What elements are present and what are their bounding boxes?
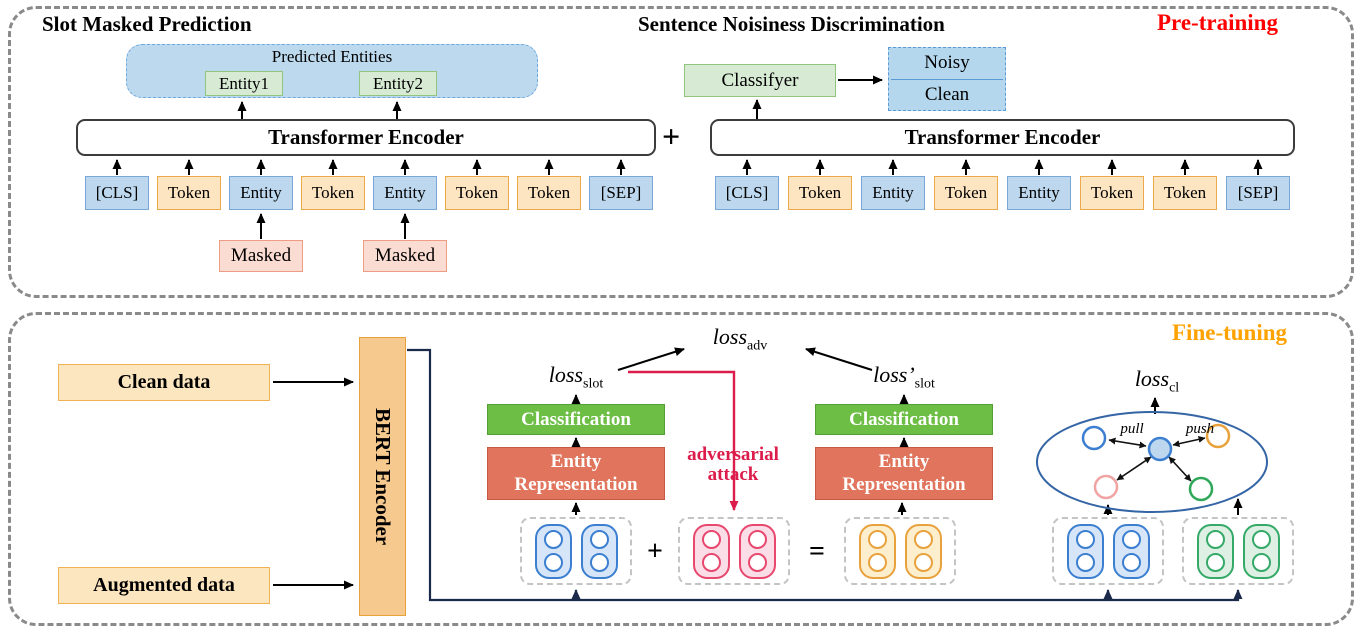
predicted-entities-label: Predicted Entities: [271, 47, 393, 66]
embedding-equals-sign: =: [809, 536, 825, 567]
classification-box-2: Classification: [815, 404, 993, 435]
pretraining-panel: [8, 6, 1354, 298]
embedding-circle: [1121, 553, 1141, 572]
adversarial-attack-line2: attack: [707, 463, 759, 485]
loss-adv-sub: adv: [747, 338, 768, 354]
pretraining-label: Pre-training: [1157, 10, 1278, 35]
slot-masked-prediction-title: Slot Masked Prediction: [42, 12, 252, 36]
embedding-capsule: [904, 523, 942, 579]
contrastive-blue-group: [1052, 517, 1164, 585]
predicted-entities-box: Predicted Entities Entity1 Entity2: [126, 44, 538, 98]
embedding-circle: [1075, 553, 1095, 572]
finetuning-panel: [8, 312, 1354, 626]
transformer-encoder-left: Transformer Encoder: [76, 119, 656, 156]
token-cls-left: [CLS]: [85, 176, 149, 210]
perturbation-group: [678, 517, 790, 585]
loss-slot-label: lossslot: [531, 362, 621, 392]
clean-embedding-group: [520, 517, 632, 585]
embedding-circle: [867, 553, 887, 572]
loss-slot-prime-base: loss’: [873, 362, 915, 387]
embedding-circle: [701, 530, 721, 549]
token-word-right-1: Token: [788, 176, 852, 210]
token-cls-right: [CLS]: [715, 176, 779, 210]
token-sep-left: [SEP]: [589, 176, 653, 210]
embedding-circle: [589, 530, 609, 549]
embedding-circle: [1205, 530, 1225, 549]
predicted-entity-1: Entity1: [205, 71, 283, 96]
embedding-circle: [1251, 530, 1271, 549]
loss-slot-sub: slot: [583, 376, 604, 392]
token-entity-right-2: Entity: [1007, 176, 1071, 210]
classifier-box: Classifyer: [684, 64, 836, 97]
predicted-entity-2: Entity2: [359, 71, 437, 96]
embedding-capsule: [1112, 523, 1150, 579]
token-word-right-4: Token: [1153, 176, 1217, 210]
embedding-circle: [867, 530, 887, 549]
embedding-circle: [1251, 553, 1271, 572]
pull-label: pull: [1120, 421, 1144, 437]
token-word-left-3: Token: [445, 176, 509, 210]
embedding-circle: [1205, 553, 1225, 572]
embedding-capsule: [1066, 523, 1104, 579]
embedding-circle: [913, 553, 933, 572]
embedding-capsule: [858, 523, 896, 579]
loss-adv-base: loss: [712, 324, 748, 349]
embedding-capsule: [692, 523, 730, 579]
loss-slot-prime-label: loss’slot: [859, 362, 949, 392]
adversarial-attack-line1: adversarial: [687, 444, 779, 465]
token-word-right-3: Token: [1080, 176, 1144, 210]
token-word-right-2: Token: [934, 176, 998, 210]
classification-box-1: Classification: [487, 404, 665, 435]
sentence-noisiness-title: Sentence Noisiness Discrimination: [638, 12, 945, 36]
noisy-label: Noisy: [924, 52, 970, 74]
embedding-circle: [1075, 530, 1095, 549]
embedding-capsule: [534, 523, 572, 579]
token-word-left-4: Token: [517, 176, 581, 210]
token-entity-left-1: Entity: [229, 176, 293, 210]
finetuning-label: Fine-tuning: [1172, 320, 1288, 345]
loss-cl-sub: cl: [1169, 380, 1180, 396]
adversarial-attack-label: adversarial attack: [674, 445, 792, 485]
loss-cl-base: loss: [1134, 366, 1170, 391]
embedding-plus-sign: +: [647, 536, 663, 567]
masked-box-1: Masked: [219, 240, 303, 272]
push-label: push: [1185, 421, 1215, 437]
token-word-left-1: Token: [157, 176, 221, 210]
token-word-left-2: Token: [301, 176, 365, 210]
embedding-capsule: [580, 523, 618, 579]
adversarial-embedding-group: [844, 517, 956, 585]
loss-slot-prime-sub: slot: [914, 376, 935, 392]
loss-cl-label: losscl: [1112, 366, 1202, 396]
loss-adv-label: lossadv: [690, 324, 790, 354]
token-entity-right-1: Entity: [861, 176, 925, 210]
embedding-circle: [701, 553, 721, 572]
embedding-circle: [1121, 530, 1141, 549]
bert-encoder-box: BERT Encoder: [359, 337, 406, 616]
token-sep-right: [SEP]: [1226, 176, 1290, 210]
embedding-capsule: [1196, 523, 1234, 579]
embedding-capsule: [738, 523, 776, 579]
augmented-data-box: Augmented data: [58, 567, 270, 604]
pretrain-plus-sign: +: [662, 118, 681, 154]
embedding-circle: [543, 530, 563, 549]
masked-box-2: Masked: [363, 240, 447, 272]
embedding-circle: [747, 530, 767, 549]
loss-slot-base: loss: [548, 362, 583, 387]
contrastive-green-group: [1182, 517, 1294, 585]
embedding-circle: [913, 530, 933, 549]
embedding-capsule: [1242, 523, 1280, 579]
embedding-circle: [589, 553, 609, 572]
noisy-clean-divider: [891, 78, 1003, 80]
token-entity-left-2: Entity: [373, 176, 437, 210]
clean-label: Clean: [924, 83, 970, 105]
clean-data-box: Clean data: [58, 364, 270, 401]
noisy-clean-box: Noisy Clean: [888, 47, 1006, 111]
embedding-circle: [543, 553, 563, 572]
transformer-encoder-right: Transformer Encoder: [710, 119, 1295, 156]
embedding-circle: [747, 553, 767, 572]
entity-representation-box-1: Entity Representation: [487, 447, 665, 500]
entity-representation-box-2: Entity Representation: [815, 447, 993, 500]
